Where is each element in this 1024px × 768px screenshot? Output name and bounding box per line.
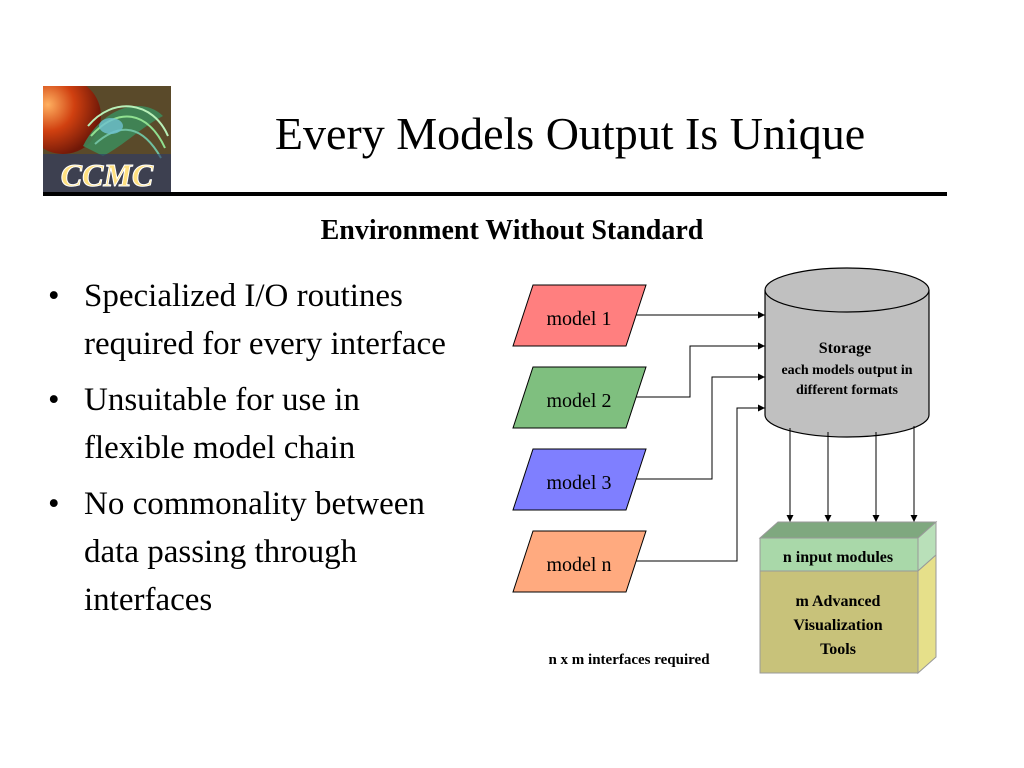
input-modules-label: n input modules: [783, 549, 893, 566]
bullet-list: •Specialized I/O routines required for e…: [44, 272, 464, 632]
connector-model-n: [636, 404, 765, 562]
slide-subtitle: Environment Without Standard: [320, 215, 704, 246]
tools-line-1: m Advanced: [796, 593, 881, 610]
ccmc-logo: CCMC: [43, 86, 171, 194]
bullet-text: Unsuitable for use in flexible model cha…: [84, 382, 360, 466]
slide-title: Every Models Output Is Unique: [274, 108, 866, 159]
connector-model-2: [636, 342, 765, 398]
storage-top: [764, 267, 930, 313]
tools-top-face: [758, 521, 938, 539]
storage-line-1: each models output in: [781, 363, 912, 378]
model-1-box: model 1: [512, 284, 647, 347]
model-1-shape: [512, 284, 647, 347]
model-n-label: model n: [547, 554, 612, 576]
model-3-label: model 3: [547, 472, 612, 494]
model-n-box: model n: [512, 530, 647, 593]
tools-line-2: Visualization: [793, 617, 882, 634]
connector-model-3: [636, 373, 765, 480]
storage-line-2: different formats: [796, 383, 899, 398]
logo-text: CCMC: [61, 157, 154, 193]
model-3-box: model 3: [512, 448, 647, 511]
storage-title: Storage: [819, 340, 871, 357]
bullet-text: Specialized I/O routines required for ev…: [84, 278, 446, 362]
model-2-shape: [512, 366, 647, 429]
bullet-item: •No commonality between data passing thr…: [48, 486, 425, 618]
storage-cylinder: Storage each models output in different …: [764, 267, 930, 438]
tools-side-lower: [917, 553, 937, 675]
model-2-label: model 2: [547, 390, 612, 412]
tools-line-3: Tools: [820, 641, 856, 658]
model-n-shape: [512, 530, 647, 593]
input-modules-band: [759, 537, 919, 572]
tools-front: [759, 570, 919, 674]
storage-body: [764, 290, 930, 438]
model-2-box: model 2: [512, 366, 647, 429]
bullet-item: •Unsuitable for use in flexible model ch…: [48, 382, 360, 466]
interfaces-footnote: n x m interfaces required: [548, 652, 710, 668]
model-3-shape: [512, 448, 647, 511]
bullet-item: •Specialized I/O routines required for e…: [48, 278, 446, 362]
title-divider: [43, 192, 947, 196]
model-1-label: model 1: [547, 308, 612, 330]
bullet-text: No commonality between data passing thro…: [84, 486, 425, 618]
visualization-tools-box: n input modules m Advanced Visualization…: [758, 520, 938, 675]
